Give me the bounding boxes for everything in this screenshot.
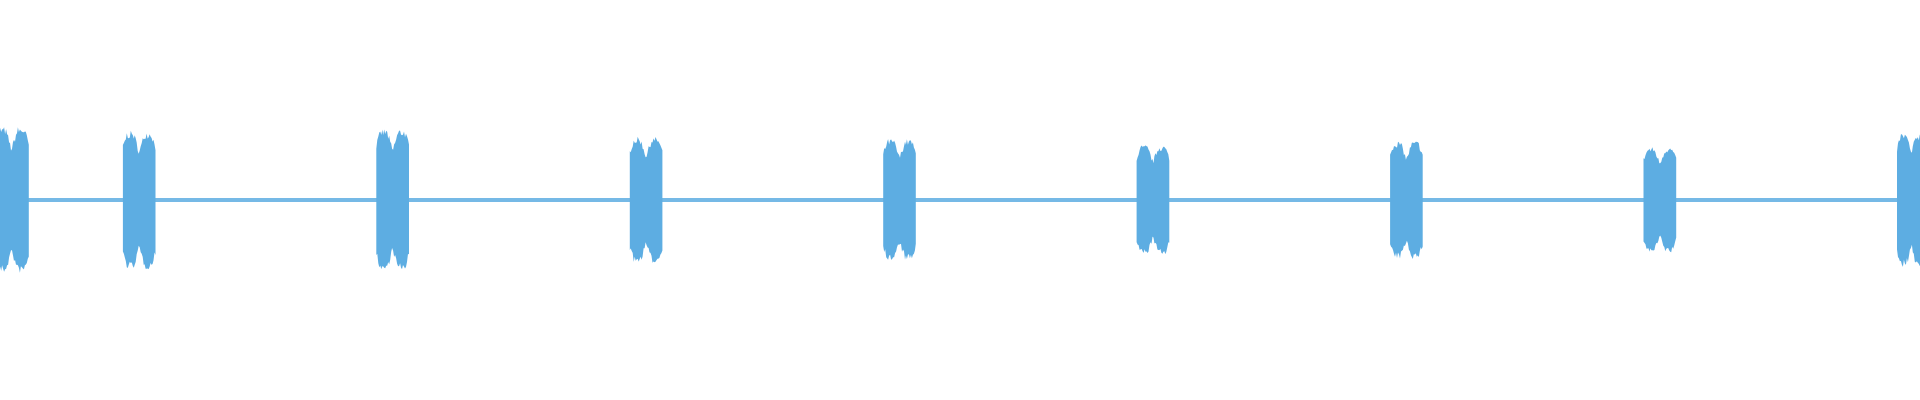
waveform-burst-7	[1390, 141, 1423, 259]
waveform-baseline	[0, 198, 1920, 202]
waveform-burst-6	[1136, 145, 1170, 255]
waveform-burst-5	[883, 139, 916, 260]
waveform-burst-8	[1643, 147, 1677, 253]
waveform-burst-9	[1897, 134, 1920, 267]
waveform-burst-1	[0, 127, 29, 273]
waveform-burst-4	[629, 136, 663, 263]
waveform-burst-3	[376, 129, 409, 270]
waveform-burst-2	[122, 130, 156, 270]
waveform-plot	[0, 127, 1920, 273]
